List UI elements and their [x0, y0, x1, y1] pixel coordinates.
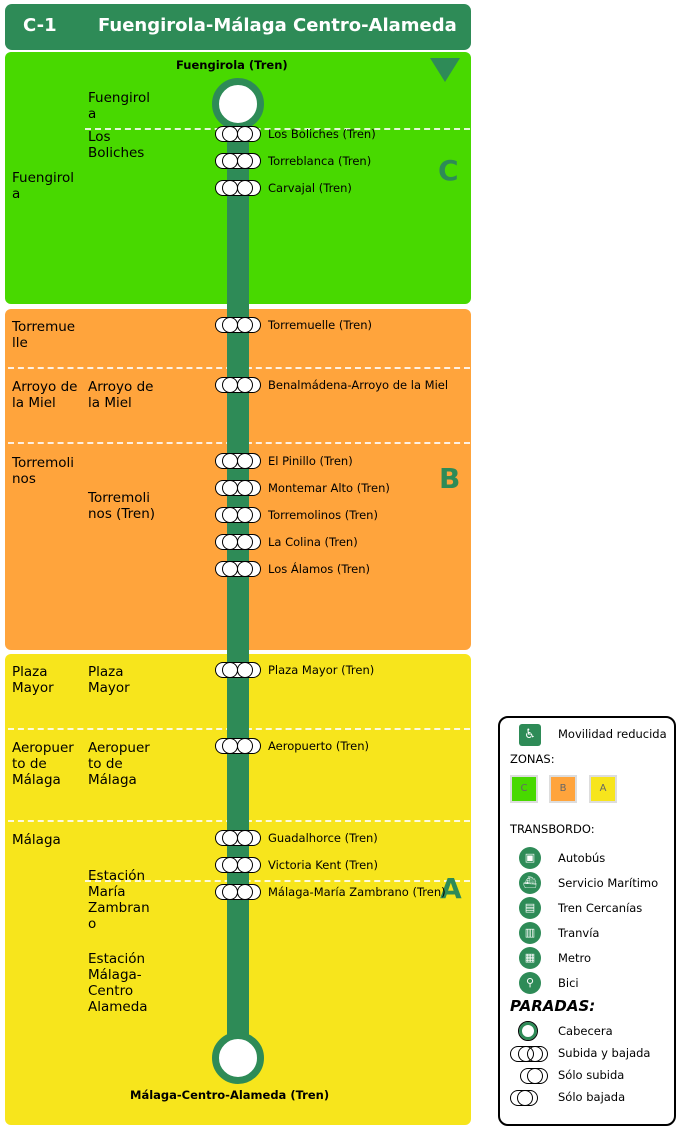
stop-label[interactable]: Carvajal (Tren)	[268, 181, 352, 195]
municipality-label: Málaga	[12, 832, 61, 848]
stop-marker[interactable]	[215, 533, 261, 550]
train-icon: ▤	[519, 897, 541, 919]
legend-transfer-label: Tren Cercanías	[558, 901, 643, 915]
stop-marker[interactable]	[215, 560, 261, 577]
legend-stop-type-label: Subida y bajada	[558, 1046, 651, 1060]
stop-label[interactable]: Los Álamos (Tren)	[268, 562, 371, 576]
line-header: C-1 Fuengirola-Málaga Centro-Alameda	[5, 4, 471, 50]
stop-label[interactable]: El Pinillo (Tren)	[268, 454, 353, 468]
destination-terminal-stop[interactable]	[212, 1032, 264, 1084]
stop-label[interactable]: Torremuelle (Tren)	[268, 318, 373, 332]
stop-label[interactable]: Benalmádena-Arroyo de la Miel	[268, 378, 449, 392]
stop-label[interactable]: Guadalhorce (Tren)	[268, 831, 378, 845]
stop-label[interactable]: Torreblanca (Tren)	[268, 154, 372, 168]
town-label: Estación Málaga- Centro Alameda	[88, 951, 148, 1015]
stop-marker[interactable]	[215, 829, 261, 846]
legend-stop-type-label: Sólo bajada	[558, 1090, 626, 1104]
legend-stop-type-label: Cabecera	[558, 1024, 613, 1038]
bus-icon: ▣	[519, 847, 541, 869]
town-label: Los Boliches	[88, 129, 145, 161]
legend-panel: ♿ Movilidad reducida ZONAS: C B A TRANSB…	[498, 716, 676, 1126]
stop-marker[interactable]	[215, 376, 261, 393]
municipality-label: Arroyo de la Miel	[12, 379, 78, 411]
stop-label[interactable]: Los Boliches (Tren)	[268, 127, 376, 141]
origin-label: Fuengirola (Tren)	[176, 58, 288, 72]
stop-marker[interactable]	[215, 883, 261, 900]
stop-marker[interactable]	[215, 479, 261, 496]
stop-marker[interactable]	[215, 152, 261, 169]
stop-marker[interactable]	[215, 737, 261, 754]
town-label: Fuengirol a	[88, 90, 151, 122]
alight-only-stop-icon	[510, 1089, 538, 1106]
legend-transfer-label: Bici	[558, 976, 579, 990]
destination-label: Málaga-Centro-Alameda (Tren)	[130, 1088, 330, 1102]
line-track	[227, 98, 249, 1058]
town-label: Estación María Zambran o	[88, 868, 150, 932]
legend-zones-title: ZONAS:	[510, 752, 555, 766]
zone-c-swatch: C	[510, 775, 538, 803]
stop-marker[interactable]	[215, 179, 261, 196]
town-label: Torremoli nos (Tren)	[88, 490, 156, 522]
stop-label[interactable]: Victoria Kent (Tren)	[268, 858, 378, 872]
separator-line	[85, 880, 470, 882]
stop-marker[interactable]	[215, 452, 261, 469]
stop-label[interactable]: Torremolinos (Tren)	[268, 508, 378, 522]
municipality-label: Plaza Mayor	[12, 664, 54, 696]
zone-b-swatch: B	[549, 775, 577, 803]
stop-label[interactable]: Montemar Alto (Tren)	[268, 481, 390, 495]
metro-icon: ▦	[519, 947, 541, 969]
ferry-icon: ⛴	[519, 872, 541, 894]
town-label: Arroyo de la Miel	[88, 379, 154, 411]
separator-line	[85, 128, 470, 130]
legend-transfer-label: Servicio Marítimo	[558, 876, 659, 890]
zone-letter: B	[439, 462, 461, 495]
stop-marker[interactable]	[215, 316, 261, 333]
bike-icon: ⚲	[519, 972, 541, 994]
zone-a-swatch: A	[589, 775, 617, 803]
legend-transfer-label: Tranvía	[558, 926, 600, 940]
town-label: Aeropuer to de Málaga	[88, 740, 150, 788]
stop-label[interactable]: Aeropuerto (Tren)	[268, 739, 369, 753]
direction-arrow-icon	[430, 58, 460, 82]
stop-label[interactable]: Málaga-María Zambrano (Tren)	[268, 885, 446, 899]
line-title: Fuengirola-Málaga Centro-Alameda	[98, 15, 457, 36]
origin-terminal-stop[interactable]	[212, 78, 264, 130]
stop-marker[interactable]	[215, 506, 261, 523]
stop-marker[interactable]	[215, 661, 261, 678]
stop-marker[interactable]	[215, 856, 261, 873]
legend-stop-type-label: Sólo subida	[558, 1068, 625, 1082]
municipality-label: Torremue lle	[12, 319, 76, 351]
line-code: C-1	[23, 15, 57, 36]
municipality-label: Fuengirol a	[12, 170, 75, 202]
board-only-stop-icon	[520, 1067, 548, 1084]
wheelchair-icon: ♿	[519, 724, 541, 746]
legend-transfer-title: TRANSBORDO:	[510, 822, 595, 836]
legend-stops-title: PARADAS:	[510, 997, 596, 1015]
legend-transfer-label: Autobús	[558, 851, 606, 865]
stop-label[interactable]: La Colina (Tren)	[268, 535, 358, 549]
municipality-label: Torremoli nos	[12, 455, 74, 487]
municipality-label: Aeropuer to de Málaga	[12, 740, 74, 788]
legend-accessibility-label: Movilidad reducida	[558, 727, 667, 741]
stop-marker[interactable]	[215, 125, 261, 142]
tram-icon: ▥	[519, 922, 541, 944]
legend-transfer-label: Metro	[558, 951, 592, 965]
zone-letter: A	[440, 872, 462, 905]
zone-letter: C	[438, 154, 459, 187]
stop-label[interactable]: Plaza Mayor (Tren)	[268, 663, 375, 677]
town-label: Plaza Mayor	[88, 664, 130, 696]
terminal-stop-icon	[518, 1021, 538, 1041]
board-alight-stop-icon	[510, 1045, 548, 1062]
